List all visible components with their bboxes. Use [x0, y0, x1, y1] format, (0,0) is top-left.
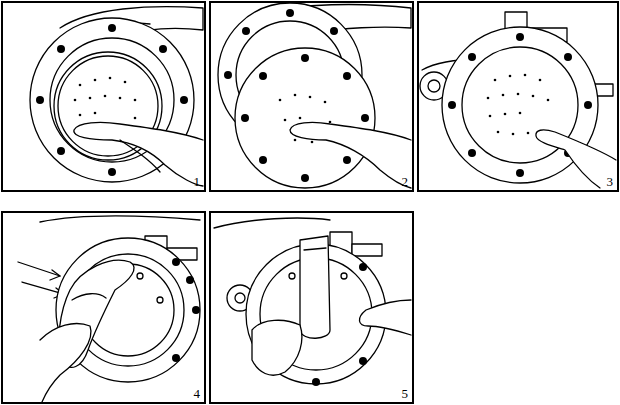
- panel-frame: 2: [209, 1, 414, 192]
- panel-5-art: [214, 218, 411, 386]
- panel-2-art: [218, 3, 411, 188]
- panel-frame: 5: [209, 211, 414, 404]
- panel-frame: 4: [1, 211, 206, 404]
- step-number: 5: [402, 387, 409, 400]
- step-number: 3: [607, 175, 614, 188]
- step-number: 4: [194, 387, 201, 400]
- panel-4-art: [18, 216, 200, 402]
- panel-3-art: [420, 12, 616, 188]
- panel-frame: 1: [1, 1, 206, 192]
- panel-1-art: [30, 7, 203, 186]
- step-number: 1: [194, 175, 201, 188]
- step-number: 2: [402, 175, 409, 188]
- panel-frame: 3: [417, 1, 619, 192]
